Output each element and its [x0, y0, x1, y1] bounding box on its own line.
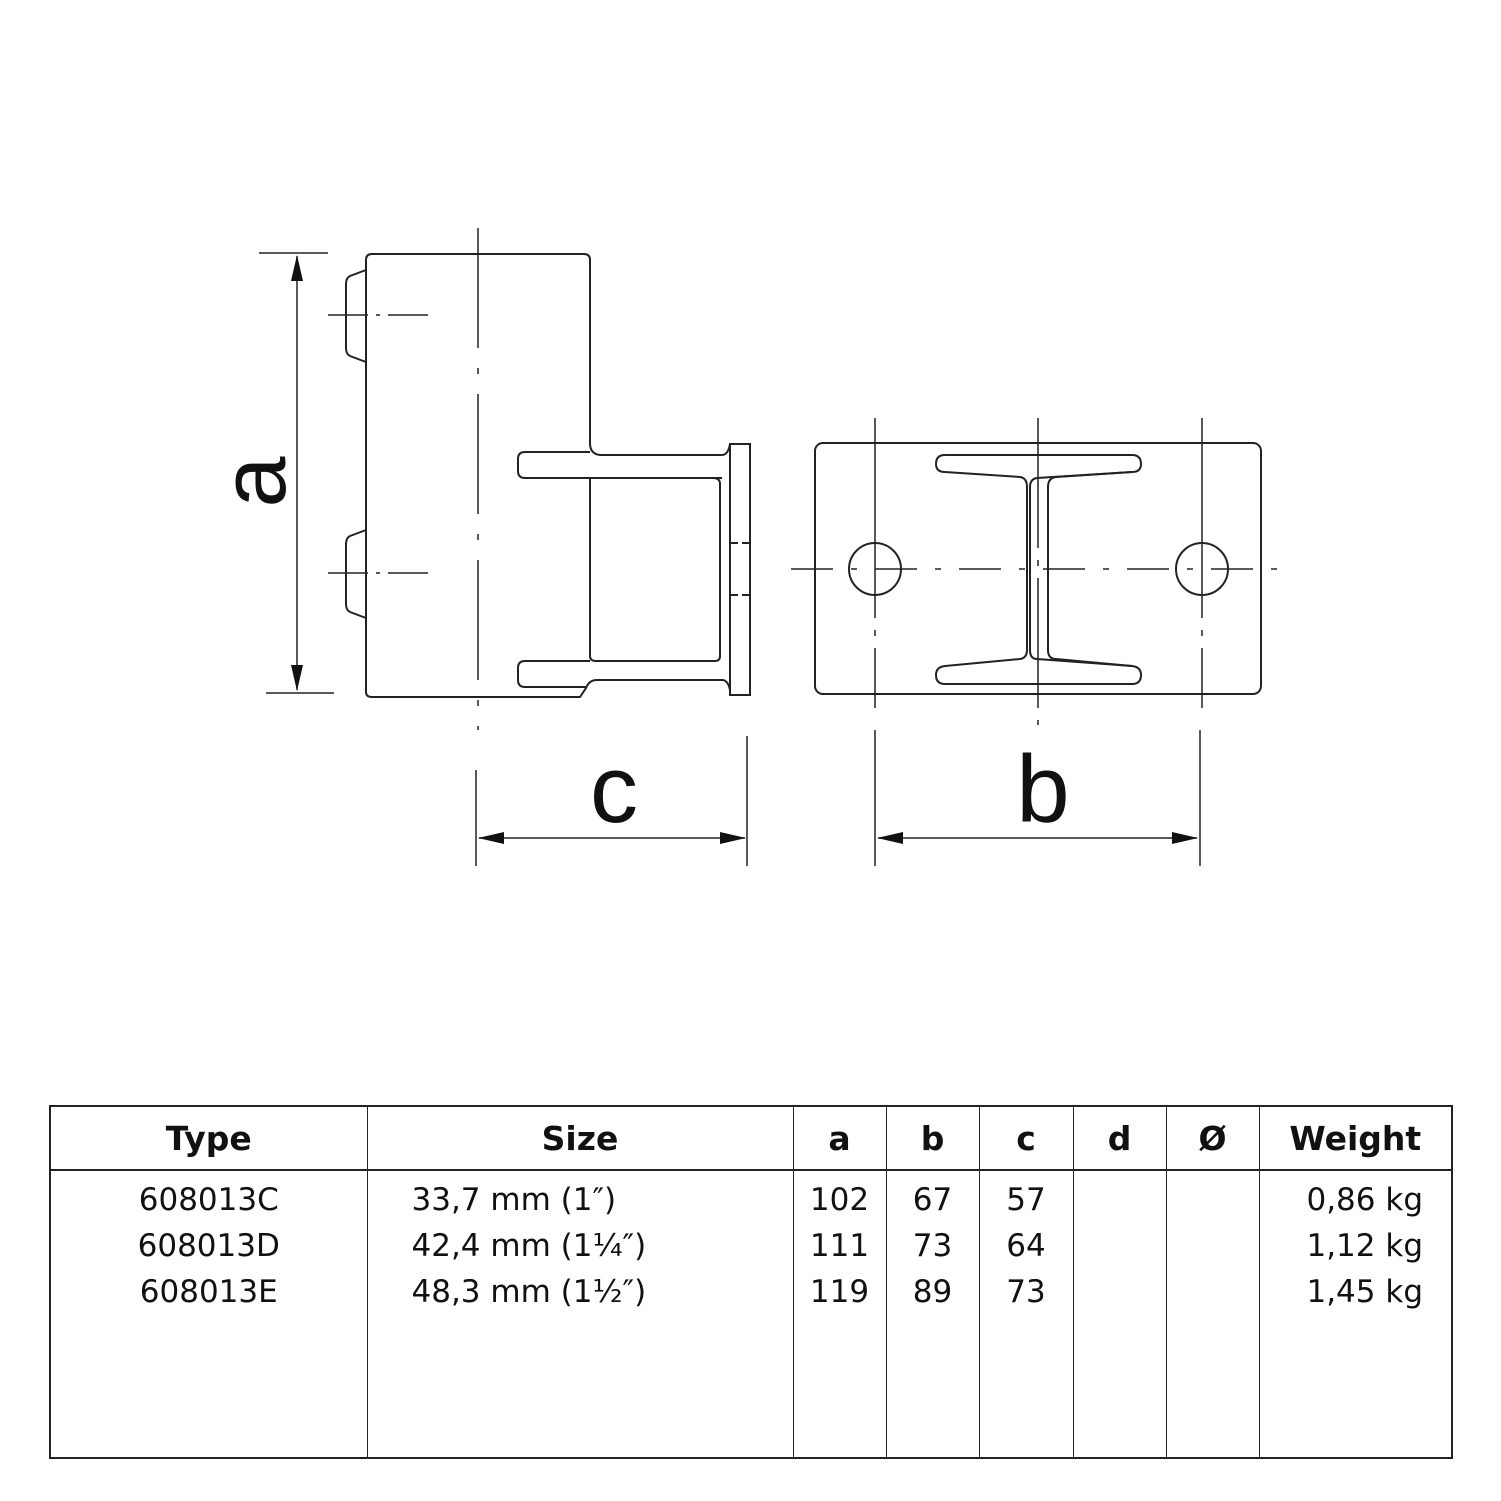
cell-weight: 0,86 kg [1306, 1182, 1423, 1218]
header-c: c [978, 1106, 1073, 1171]
header-b: b [885, 1106, 979, 1171]
side-view-centerlines [328, 228, 479, 730]
dimension-a [259, 252, 334, 694]
weight-column: 0,86 kg 1,12 kg 1,45 kg [1258, 1170, 1452, 1458]
cell-b: 67 [912, 1182, 953, 1218]
cell-size: 33,7 mm (1″) [411, 1182, 617, 1218]
c-column: 57 64 73 [978, 1170, 1073, 1458]
side-view [345, 253, 751, 698]
cell-b: 73 [912, 1228, 953, 1264]
base-plate-webline [1047, 471, 1133, 667]
diameter-column [1165, 1170, 1259, 1458]
dimension-label-a: a [203, 456, 305, 508]
cell-size: 42,4 mm (1¼″) [411, 1228, 647, 1264]
cell-weight: 1,45 kg [1306, 1274, 1423, 1310]
header-weight: Weight [1258, 1106, 1452, 1171]
header-d: d [1072, 1106, 1166, 1171]
header-type: Type [50, 1106, 367, 1171]
table-body: 608013C 608013D 608013E 33,7 mm (1″) 42,… [50, 1170, 1452, 1458]
cell-c: 73 [1006, 1274, 1046, 1310]
cell-type: 608013E [139, 1274, 278, 1310]
header-a: a [792, 1106, 886, 1171]
base-plate-centerlines [791, 418, 1287, 725]
cell-c: 57 [1006, 1182, 1046, 1218]
technical-drawing: a c b [203, 228, 1287, 866]
type-column: 608013C 608013D 608013E [50, 1170, 367, 1458]
a-column: 102 111 119 [792, 1170, 886, 1458]
cell-type: 608013D [137, 1228, 280, 1264]
cell-a: 111 [809, 1228, 870, 1264]
cell-weight: 1,12 kg [1306, 1228, 1423, 1264]
dimension-c [475, 736, 748, 866]
dimension-label-c: c [590, 736, 638, 843]
cell-a: 102 [809, 1182, 870, 1218]
cell-b: 89 [912, 1274, 953, 1310]
cell-a: 119 [809, 1274, 870, 1310]
b-column: 67 73 89 [885, 1170, 979, 1458]
header-diameter: Ø [1165, 1106, 1259, 1171]
size-column: 33,7 mm (1″) 42,4 mm (1¼″) 48,3 mm (1½″) [366, 1170, 793, 1458]
dimension-b [874, 730, 1201, 866]
dimension-label-b: b [1016, 736, 1069, 843]
cell-size: 48,3 mm (1½″) [411, 1274, 647, 1310]
d-column [1072, 1170, 1166, 1458]
cell-type: 608013C [138, 1182, 279, 1218]
specification-table: Type Size a b c d Ø Weight 608013C 60801… [49, 1105, 1453, 1459]
cell-c: 64 [1006, 1228, 1046, 1264]
table-header-row: Type Size a b c d Ø Weight [50, 1106, 1452, 1171]
header-size: Size [366, 1106, 793, 1171]
